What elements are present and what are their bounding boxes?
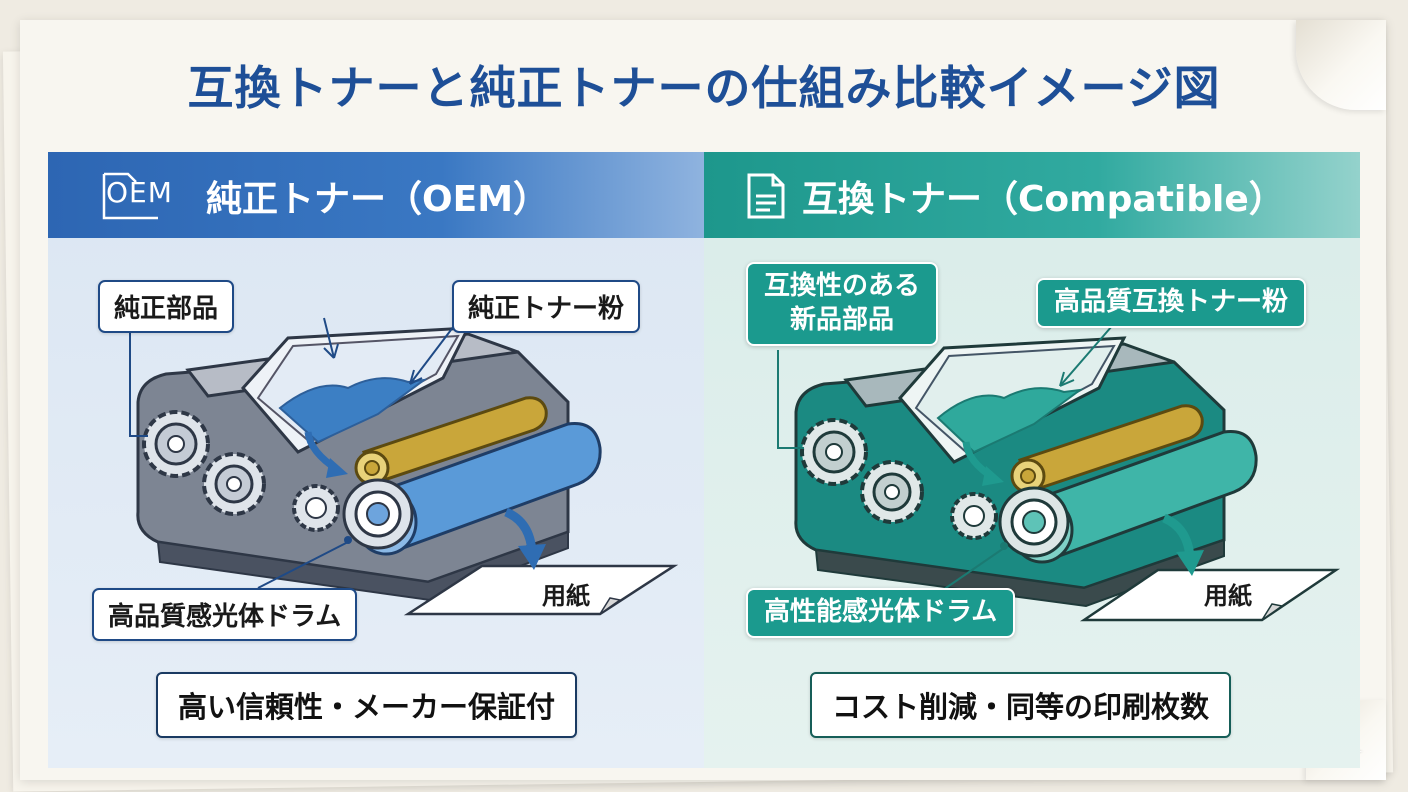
label-oem-parts: 純正部品 (98, 280, 235, 333)
page-title: 互換トナーと純正トナーの仕組み比較イメージ図 (187, 61, 1221, 115)
label-oem-paper: 用紙 (542, 582, 590, 610)
gear-icon (202, 452, 266, 516)
oem-heading: 純正トナー（OEM） (206, 179, 550, 220)
oem-badge-icon (102, 172, 158, 220)
label-compatible-parts: 互換性のある 新品部品 (746, 262, 939, 346)
label-compatible-parts-line2: 新品部品 (790, 304, 895, 335)
oem-badge-text: OEM (106, 176, 173, 209)
gear-icon (950, 492, 998, 540)
compatible-header-band: 互換トナー（Compatible） (704, 152, 1360, 238)
label-oem-drum: 高品質感光体ドラム (92, 588, 358, 641)
compatible-summary: コスト削減・同等の印刷枚数 (810, 672, 1232, 738)
document-icon (747, 173, 785, 219)
oem-summary: 高い信頼性・メーカー保証付 (156, 672, 578, 738)
compatible-cartridge-illustration (777, 325, 1341, 622)
label-compatible-parts-line1: 互換性のある (764, 271, 921, 301)
gear-icon (800, 418, 868, 486)
gear-icon (142, 410, 210, 478)
label-compatible-powder: 高品質互換トナー粉 (1036, 278, 1307, 328)
compatible-panel: 互換トナー（Compatible） (704, 152, 1360, 768)
gear-icon (860, 460, 924, 524)
oem-header-band: OEM 純正トナー（OEM） (48, 152, 704, 238)
gear-icon (292, 484, 340, 532)
oem-cartridge-illustration (129, 317, 679, 616)
label-compatible-drum: 高性能感光体ドラム (746, 588, 1016, 638)
label-compatible-paper: 用紙 (1204, 582, 1252, 610)
compatible-heading: 互換トナー（Compatible） (802, 179, 1285, 220)
oem-panel: OEM 純正トナー（OEM） (48, 152, 704, 768)
label-oem-powder: 純正トナー粉 (452, 280, 641, 333)
